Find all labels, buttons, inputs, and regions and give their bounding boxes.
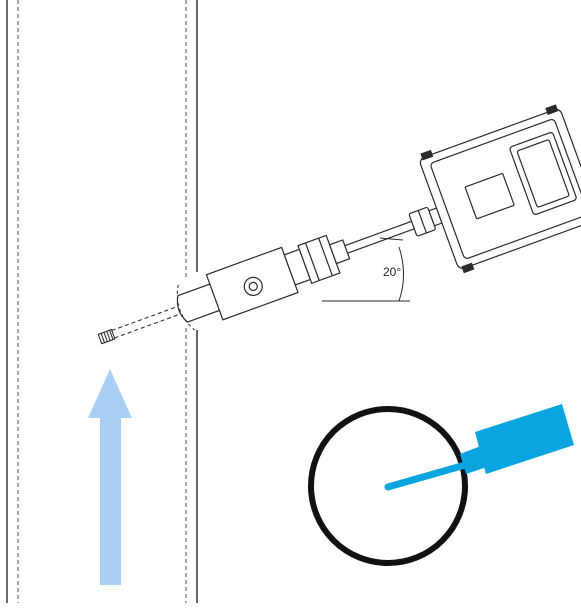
- housing-bolt-1: [420, 149, 434, 161]
- weld-boss: [176, 282, 223, 323]
- hex-nut-inner: [248, 281, 258, 292]
- pipe: [6, 0, 198, 603]
- stem-bottom: [347, 228, 415, 254]
- angle-arc: [398, 246, 404, 302]
- cable-gland-ring: [417, 210, 427, 234]
- probe-tip: [97, 328, 116, 345]
- pipe-cross-section-icon: [308, 404, 574, 566]
- stem-top: [344, 220, 412, 247]
- probe-tip-slot-4: [109, 330, 114, 340]
- angle-label: 20°: [383, 265, 401, 279]
- hex-nut: [243, 276, 263, 297]
- flow-arrow: [88, 369, 132, 585]
- housing-bolt-3: [461, 262, 475, 274]
- coupling-step-2: [328, 239, 351, 265]
- blue-sensor: [384, 404, 574, 491]
- probe-tip-slot-1: [100, 333, 105, 343]
- blue-sensor-body: [475, 404, 574, 474]
- display-window: [464, 172, 515, 220]
- probe-tip-slot-3: [106, 331, 111, 341]
- weld-boss-dashed-outline: [176, 284, 195, 331]
- housing-front-plate: [430, 118, 581, 259]
- sensor-assembly: [97, 104, 581, 345]
- terminal-cover: [509, 132, 577, 215]
- terminal-cover-inner: [516, 139, 570, 208]
- angle-reference: [322, 237, 410, 302]
- coupling-nut-flat-1: [304, 242, 320, 281]
- extension-line: [379, 237, 404, 241]
- probe-tip-slot-2: [103, 332, 108, 342]
- up-arrow-icon: [88, 369, 132, 585]
- coupling-nut-flat-2: [318, 237, 333, 276]
- housing-bolt-2: [545, 104, 559, 115]
- blue-probe-rod: [384, 459, 476, 491]
- transmitter-housing: [419, 104, 581, 274]
- pipe-ring: [308, 406, 468, 566]
